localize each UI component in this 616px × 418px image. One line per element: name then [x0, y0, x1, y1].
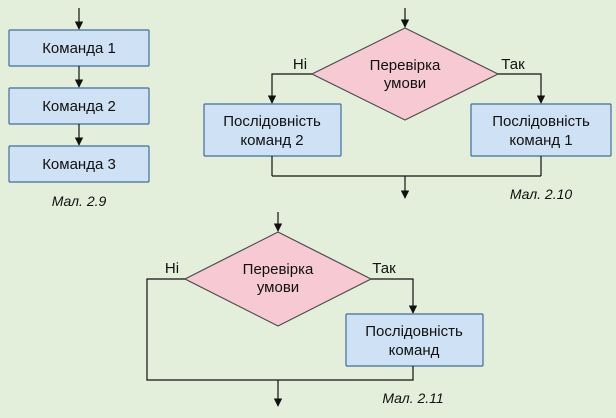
command-3-box [8, 145, 150, 183]
figure-2-11: Перевірка умови Ні Так Послідовність ком… [146, 212, 484, 407]
no-branch-line [146, 278, 278, 381]
yes-branch-arrow [371, 278, 418, 314]
figure-2-9-caption: Мал. 2.9 [52, 193, 107, 209]
no-label: Ні [165, 260, 179, 277]
condition-diamond [310, 27, 500, 121]
yes-merge-line [278, 366, 414, 381]
figure-2-10-caption: Мал. 2.10 [510, 186, 573, 202]
figure-2-10: Перевірка умови Ні Так Послідовність ком… [203, 8, 612, 202]
sequence-line-2: команд [389, 342, 440, 359]
no-branch-arrow [267, 73, 312, 104]
condition-diamond [183, 231, 373, 327]
sequence-1-line-2: команд 1 [509, 132, 572, 149]
condition-line-2: умови [257, 279, 299, 296]
figure-2-11-caption: Мал. 2.11 [382, 390, 443, 406]
command-2-label: Команда 2 [42, 98, 116, 115]
sequence-box [345, 313, 484, 367]
condition-line-1: Перевірка [243, 261, 314, 278]
yes-label: Так [501, 56, 525, 73]
sequence-1-line-1: Послідовність [492, 113, 590, 130]
yes-branch-arrow [498, 73, 546, 104]
sequence-2-line-1: Послідовність [223, 113, 321, 130]
command-1-label: Команда 1 [42, 40, 116, 57]
figure-2-9: Команда 1 Команда 2 Команда 3 Мал. 2.9 [8, 8, 150, 209]
command-3-label: Команда 3 [42, 156, 116, 173]
sequence-2-line-2: команд 2 [240, 132, 303, 149]
sequence-line-1: Послідовність [365, 323, 463, 340]
condition-line-1: Перевірка [370, 57, 441, 74]
condition-line-2: умови [384, 75, 426, 92]
no-label: Ні [293, 56, 307, 73]
yes-label: Так [372, 260, 396, 277]
